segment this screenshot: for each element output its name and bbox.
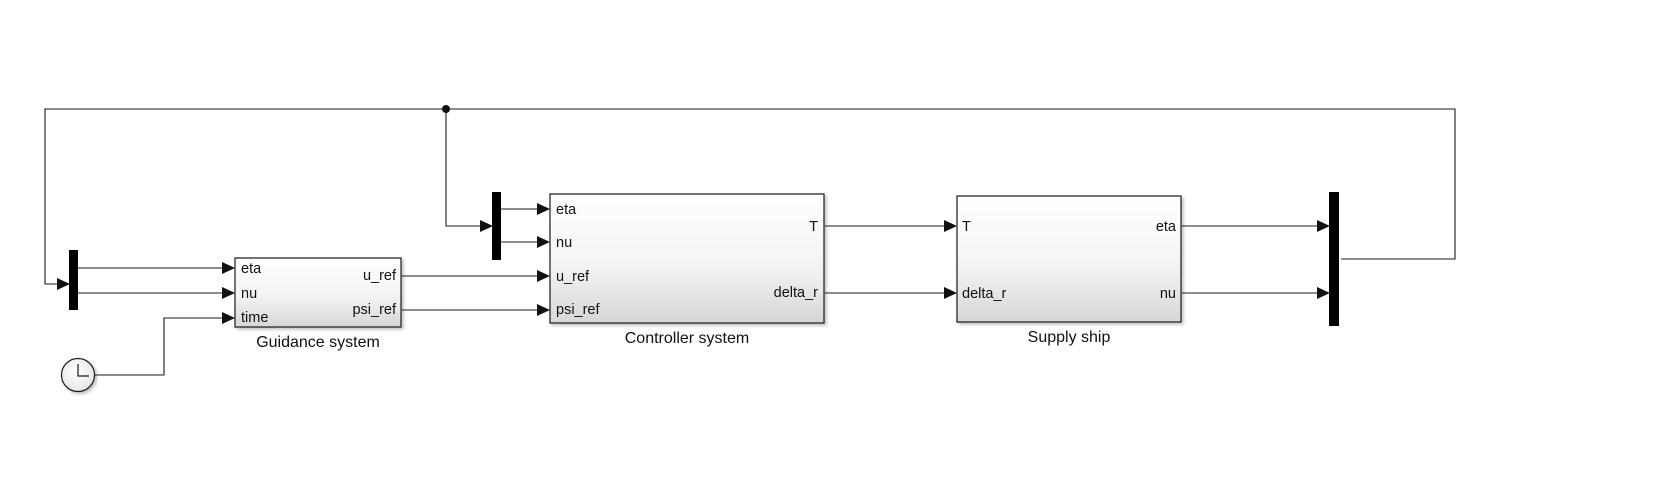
- feedback-line[interactable]: [44, 108, 1456, 285]
- feedback-branch-line[interactable]: [445, 109, 481, 227]
- mux-bar-guidance-input[interactable]: [69, 250, 78, 310]
- supply-ship-box[interactable]: [956, 195, 1182, 323]
- guidance-output-port-psiref: psi_ref: [352, 302, 396, 318]
- arrowhead: [222, 312, 235, 324]
- clock-block[interactable]: [60, 357, 96, 393]
- arrowhead: [537, 203, 550, 215]
- guidance-input-port-time: time: [241, 310, 268, 326]
- ship-input-port-T: T: [962, 219, 971, 235]
- controller-input-port-uref: u_ref: [556, 269, 590, 285]
- ship-output-port-eta: eta: [1156, 219, 1177, 235]
- guidance-system-block[interactable]: eta nu time u_ref psi_ref Guidance syste…: [234, 257, 402, 351]
- ship-output-port-nu: nu: [1160, 286, 1176, 302]
- arrowhead: [1317, 220, 1330, 232]
- controller-input-port-eta: eta: [556, 202, 577, 218]
- guidance-input-port-nu: nu: [241, 286, 257, 302]
- demux-bar-ship-output[interactable]: [1329, 192, 1339, 326]
- controller-output-port-T: T: [809, 219, 818, 235]
- controller-system-block[interactable]: eta nu u_ref psi_ref T delta_r Controlle…: [549, 193, 825, 347]
- arrowhead: [537, 270, 550, 282]
- controller-system-box[interactable]: [549, 193, 825, 324]
- arrowhead: [944, 220, 957, 232]
- arrowhead: [944, 287, 957, 299]
- arrowhead: [537, 304, 550, 316]
- branch-junction-dot: [442, 105, 450, 113]
- arrowheads: [57, 203, 1330, 324]
- ship-input-port-deltar: delta_r: [962, 286, 1007, 302]
- arrowhead: [222, 287, 235, 299]
- supply-ship-block[interactable]: T delta_r eta nu Supply ship: [956, 195, 1182, 346]
- controller-input-port-nu: nu: [556, 235, 572, 251]
- arrowhead: [1317, 287, 1330, 299]
- clock-hands: [77, 364, 89, 377]
- signal-lines: [44, 108, 1456, 376]
- controller-output-port-deltar: delta_r: [774, 285, 819, 301]
- guidance-system-title: Guidance system: [256, 334, 380, 351]
- mux-bar-controller-input[interactable]: [492, 192, 501, 260]
- arrowhead: [222, 262, 235, 274]
- arrowhead: [57, 278, 70, 290]
- arrowhead: [537, 236, 550, 248]
- clock-to-guidance-time-line[interactable]: [95, 317, 222, 376]
- controller-system-title: Controller system: [625, 330, 749, 347]
- guidance-input-port-eta: eta: [241, 261, 262, 277]
- guidance-system-box[interactable]: [234, 257, 402, 328]
- arrowhead: [480, 220, 493, 232]
- supply-ship-title: Supply ship: [1028, 329, 1111, 346]
- guidance-output-port-uref: u_ref: [363, 268, 397, 284]
- controller-input-port-psiref: psi_ref: [556, 302, 600, 318]
